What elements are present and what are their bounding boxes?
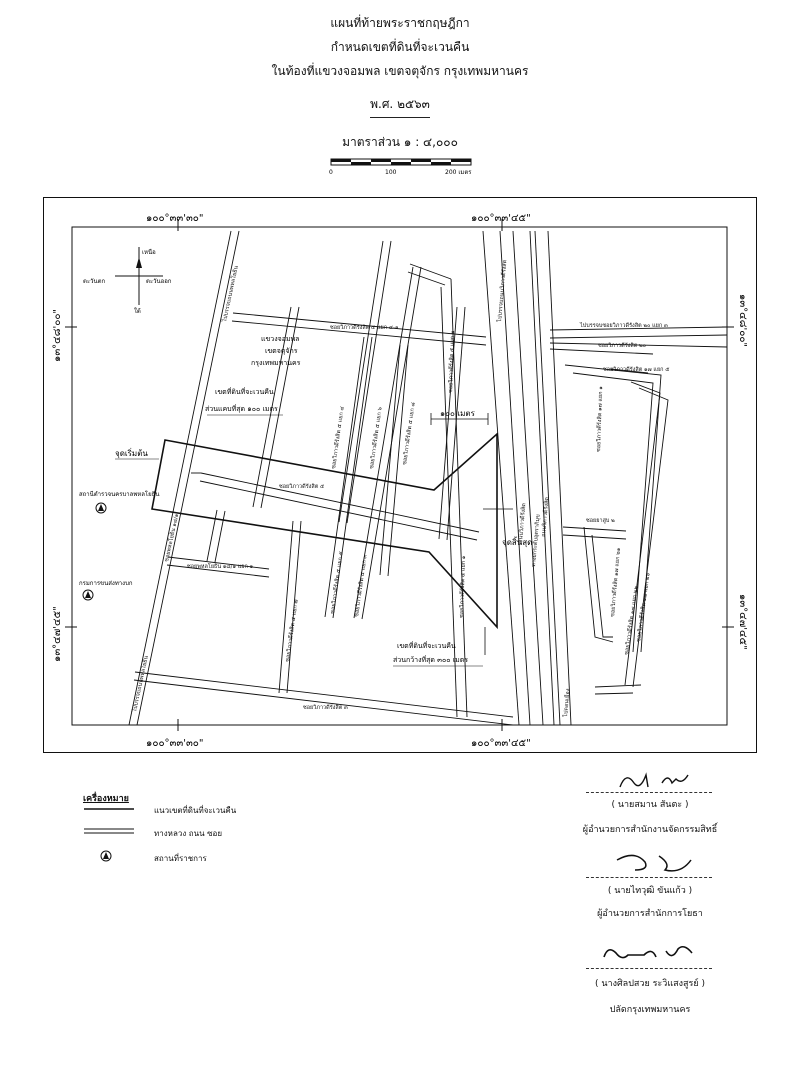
road-label-vibhavadi-right: ถนนวิภาวดีรังสิต — [540, 496, 550, 537]
map: ๑๐๐°๓๓'๓๐" ๑๐๐°๓๓'๔๕" ๑๐๐°๓๓'๓๐" ๑๐๐°๓๓'… — [43, 197, 757, 753]
road-label-soi-17-1: ซอยวิภาวดีรังสิต ๑๗ แยก ๑ — [595, 386, 604, 452]
map-scale: มาตราส่วน ๑ : ๔,๐๐๐ — [342, 135, 458, 149]
signature-line-3 — [586, 968, 712, 969]
coord-top-right: ๑๐๐°๓๓'๔๕" — [471, 213, 531, 224]
map-neatline — [71, 226, 728, 726]
district-label-3: กรุงเทพมหานคร — [251, 359, 301, 367]
dimension-100m: ๑๐๐ เมตร — [440, 409, 476, 418]
compass-west: ตะวันตก — [83, 278, 105, 285]
coord-bottom-right: ๑๐๐°๓๓'๔๕" — [471, 738, 531, 749]
coord-right-lower: ๑๓°๔๗'๔๕" — [737, 594, 748, 650]
road-label-soi-20: ซอยวิภาวดีรังสิต ๒๐ — [598, 342, 646, 349]
signatory-1-position: ผู้อำนวยการสำนักงานจัดกรรมสิทธิ์ — [582, 825, 718, 835]
road-phahon-a — [128, 230, 232, 726]
dimension-markers — [430, 413, 513, 655]
legend-title: เครื่องหมาย — [83, 794, 129, 804]
compass-north: เหนือ — [142, 248, 156, 256]
start-point-label: จุดเริ่มต้น — [115, 447, 148, 458]
signature-3 — [603, 945, 693, 959]
width-min-line-1: เขตที่ดินที่จะเวนคืน — [215, 387, 274, 396]
width-max-line-1: เขตที่ดินที่จะเวนคืน — [397, 641, 456, 650]
signatory-3-name: ( นางศิลปสวย ระวิแสงสูรย์ ) — [595, 979, 705, 989]
road-label-expressway: ทางยกระดับอุตราภิมุข — [530, 514, 542, 567]
road-label-vibhavadi-left: ถนนวิภาวดีรังสิต — [517, 502, 527, 543]
title-line-3: ในท้องที่แขวงจอมพล เขตจตุจักร กรุงเทพมหา… — [271, 64, 529, 78]
title-line-2: กำหนดเขตที่ดินที่จะเวนคืน — [330, 40, 470, 54]
coord-right-upper: ๑๓°๔๘'๐๐" — [737, 294, 748, 347]
government-place-symbol-2 — [82, 589, 94, 601]
coord-top-left: ๑๐๐°๓๓'๓๐" — [146, 213, 204, 224]
title-year: พ.ศ. ๒๕๖๓ — [370, 97, 430, 111]
compass-rose: เหนือ ใต้ ตะวันตก ตะวันออก — [83, 247, 172, 315]
road-label-phahon-18-1-1: ซอยพหลโยธิน ๑๘/๑ แยก ๑ — [187, 562, 253, 570]
width-min-line-2: ส่วนแคบที่สุด ๑๐๐ เมตร — [205, 404, 278, 413]
place-police-station: สถานีตำรวจนครบาลพหลโยธิน — [79, 490, 159, 498]
road-label-to-donmueang: ไปดอนเมือง — [562, 688, 572, 718]
roads — [128, 230, 728, 726]
district-label-1: แขวงจอมพล — [261, 335, 299, 343]
legend-item-government: สถานที่ราชการ — [154, 854, 207, 863]
legend-item-boundary: แนวเขตที่ดินที่จะเวนคืน — [154, 806, 237, 815]
signature-1 — [619, 772, 689, 788]
scale-tick-0: 0 — [329, 169, 333, 176]
legend-item-roads: ทางหลวง ถนน ซอย — [154, 829, 223, 838]
map-frame — [43, 197, 757, 753]
road-label-soi-20-3: ไปบรรจบซอยวิภาวดีรังสิต ๒๐ แยก ๓ — [579, 322, 668, 329]
road-label-soi-5-4-1: ซอยวิภาวดีรังสิต ๕ แยก ๔-๑ — [330, 324, 398, 331]
road-label-soi-5-2: ซอยวิภาวดีรังสิต ๕ แยก ๒ — [447, 330, 456, 393]
road-label-soi-17-5: ซอยวิภาวดีรังสิต ๑๗ แยก ๕ — [603, 366, 669, 373]
signatory-3-position: ปลัดกรุงเทพมหานคร — [609, 1005, 691, 1015]
signatory-2-name: ( นายไทวุฒิ ขันแก้ว ) — [607, 886, 693, 896]
road-phahon-b — [136, 230, 240, 726]
road-label-soi-3: ซอยวิภาวดีรังสิต ๓ — [303, 704, 348, 711]
coord-bottom-left: ๑๐๐°๓๓'๓๐" — [146, 738, 204, 749]
road-label-soi-2: ซอยยาสูบ ๒ — [586, 517, 615, 524]
road-label-soi-5-1: ซอยวิภาวดีรังสิต ๕ แยก ๑ — [458, 556, 467, 619]
signatory-2-position: ผู้อำนวยการสำนักการโยธา — [597, 909, 703, 919]
signature-2 — [616, 854, 692, 872]
width-max-line-2: ส่วนกว้างที่สุด ๓๐๐ เมตร — [393, 655, 468, 664]
end-point-label: จุดสิ้นสุด — [502, 536, 532, 547]
district-label-2: เขตจตุจักร — [265, 347, 298, 355]
coord-left-upper: ๑๓°๔๘'๐๐" — [52, 309, 63, 362]
legend-symbols — [84, 808, 134, 862]
signatory-1-name: ( นายสมาน สันตะ ) — [611, 800, 689, 810]
compass-east: ตะวันออก — [146, 278, 172, 285]
title-line-1: แผนที่ท้ายพระราชกฤษฎีกา — [330, 16, 470, 30]
signature-line-2 — [586, 877, 712, 878]
expropriation-boundary — [151, 432, 498, 630]
place-land-transport: กรมการขนส่งทางบก — [79, 580, 133, 587]
scale-tick-100: 100 — [385, 169, 397, 176]
signature-line-1 — [586, 792, 712, 793]
coord-left-lower: ๑๓°๔๗'๔๕" — [52, 606, 63, 662]
title-divider — [370, 117, 430, 118]
scale-bar: 0 100 200 เมตร — [329, 158, 472, 176]
scale-tick-200: 200 เมตร — [445, 169, 472, 176]
road-label-soi-5: ซอยวิภาวดีรังสิต ๕ — [279, 483, 324, 490]
compass-south: ใต้ — [134, 307, 141, 315]
government-place-symbol-1 — [95, 502, 107, 514]
